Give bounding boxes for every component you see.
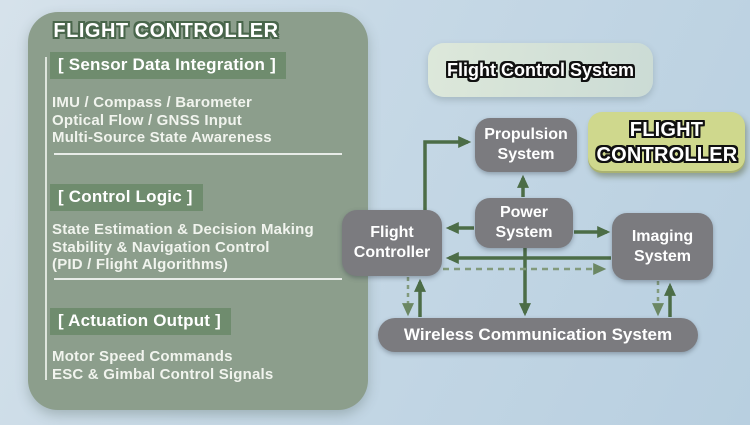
node-label: Flight Controller	[353, 224, 431, 261]
section-header: [ Control Logic ]	[50, 184, 203, 211]
node-label: Propulsion System	[484, 126, 568, 163]
node-label: Wireless Communication System	[403, 324, 673, 344]
flight-controller-panel: FLIGHT CONTROLLER [ Sensor Data Integrat…	[28, 12, 368, 410]
panel-accent-line	[45, 57, 47, 380]
section-divider	[54, 153, 342, 155]
body-line: ESC & Gimbal Control Signals	[52, 365, 274, 383]
body-line: Motor Speed Commands	[52, 348, 233, 365]
flight-control-system-badge: Flight Control System	[428, 43, 653, 97]
node-imaging-system: Imaging System	[612, 213, 713, 280]
badge-label: FLIGHT CONTROLLER	[596, 118, 738, 166]
body-line: IMU / Compass / Barometer	[52, 94, 253, 111]
section-header: [ Actuation Output ]	[50, 308, 231, 335]
body-line: (PID / Flight Algorithms)	[52, 256, 229, 273]
section-body-control: State Estimation & Decision Making Stabi…	[52, 221, 314, 274]
section-actuation-output: [ Actuation Output ]	[50, 308, 231, 335]
arrow-fc-to-propulsion	[423, 136, 472, 210]
node-label: Imaging System	[631, 227, 694, 265]
node-wireless-communication-system: Wireless Communication System	[378, 318, 698, 352]
badge-label: Flight Control System	[446, 59, 634, 80]
panel-title: FLIGHT CONTROLLER	[53, 20, 279, 42]
section-divider	[54, 278, 342, 280]
flight-controller-highlight-badge: FLIGHT CONTROLLER	[588, 112, 745, 173]
section-sensor-data-integration: [ Sensor Data Integration ]	[50, 52, 286, 79]
section-control-logic: [ Control Logic ]	[50, 184, 203, 211]
node-flight-controller: Flight Controller	[342, 210, 442, 276]
body-line: Stability & Navigation Control	[52, 238, 270, 256]
node-power-system: Power System	[475, 198, 573, 248]
body-line: State Estimation & Decision Making	[52, 221, 314, 238]
body-line: Optical Flow / GNSS Input	[52, 111, 243, 129]
body-line: Multi-Source State Awareness	[52, 129, 272, 146]
section-body-sensor: IMU / Compass / Barometer Optical Flow /…	[52, 94, 272, 147]
node-label: Power System	[495, 204, 553, 241]
node-propulsion-system: Propulsion System	[475, 118, 577, 172]
section-header: [ Sensor Data Integration ]	[50, 52, 286, 79]
section-body-actuation: Motor Speed Commands ESC & Gimbal Contro…	[52, 348, 273, 383]
